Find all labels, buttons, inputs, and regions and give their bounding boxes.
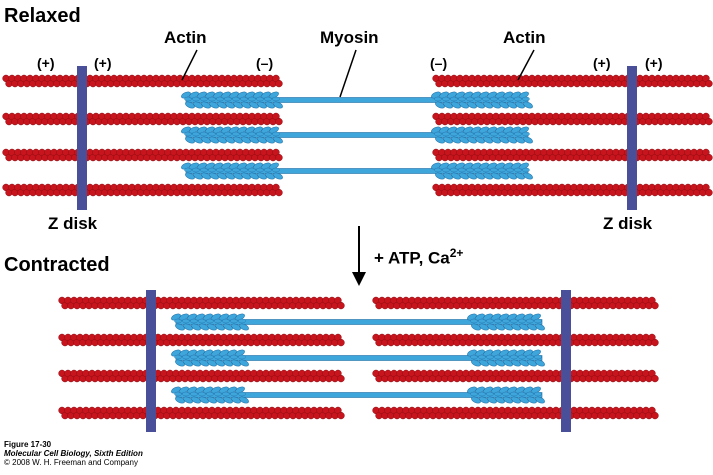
myosin-filament bbox=[181, 126, 533, 144]
actin-leader-line-right bbox=[517, 49, 535, 81]
actin-filament bbox=[58, 296, 345, 310]
caption-copyright: © 2008 W. H. Freeman and Company bbox=[4, 458, 138, 467]
myosin-leader-line bbox=[339, 49, 357, 98]
z-disk-label-right: Z disk bbox=[603, 214, 653, 233]
myosin-filament bbox=[171, 349, 545, 367]
minus-end-label: (–) bbox=[256, 55, 274, 71]
actin-leader-line-left bbox=[181, 49, 198, 81]
plus-end-label: (+) bbox=[94, 55, 112, 71]
actin-filament bbox=[2, 148, 283, 162]
actin-filament bbox=[372, 369, 659, 383]
myosin-filament bbox=[181, 162, 533, 180]
relaxed-heading: Relaxed bbox=[4, 5, 81, 27]
down-arrow-icon bbox=[352, 226, 366, 286]
actin-filament bbox=[58, 369, 345, 383]
actin-filament bbox=[432, 74, 713, 88]
actin-filament bbox=[432, 183, 713, 197]
actin-filament bbox=[2, 74, 283, 88]
myosin-filament bbox=[171, 386, 545, 404]
atp-calcium-label: + ATP, Ca2+ bbox=[374, 246, 464, 268]
actin-filament bbox=[372, 406, 659, 420]
myosin-filament bbox=[171, 313, 545, 331]
actin-filament bbox=[432, 148, 713, 162]
actin-label-left: Actin bbox=[164, 28, 207, 47]
relaxed-sarcomere bbox=[2, 66, 713, 210]
actin-filament bbox=[58, 406, 345, 420]
z-disk bbox=[77, 66, 87, 210]
caption-book: Molecular Cell Biology, Sixth Edition bbox=[4, 449, 143, 458]
plus-end-label: (+) bbox=[645, 55, 663, 71]
caption-figure: Figure 17-30 bbox=[4, 440, 52, 449]
actin-filament bbox=[432, 112, 713, 126]
actin-filament bbox=[372, 333, 659, 347]
actin-filament bbox=[2, 183, 283, 197]
myosin-filament bbox=[181, 91, 533, 109]
plus-end-label: (+) bbox=[593, 55, 611, 71]
contracted-sarcomere bbox=[58, 290, 659, 432]
actin-filament bbox=[2, 112, 283, 126]
actin-filament bbox=[372, 296, 659, 310]
z-disk bbox=[627, 66, 637, 210]
plus-end-label: (+) bbox=[37, 55, 55, 71]
z-disk bbox=[561, 290, 571, 432]
z-disk-label-left: Z disk bbox=[48, 214, 98, 233]
z-disk bbox=[146, 290, 156, 432]
minus-end-label: (–) bbox=[430, 55, 448, 71]
myosin-label: Myosin bbox=[320, 28, 379, 47]
contracted-heading: Contracted bbox=[4, 254, 110, 276]
actin-label-right: Actin bbox=[503, 28, 546, 47]
actin-filament bbox=[58, 333, 345, 347]
